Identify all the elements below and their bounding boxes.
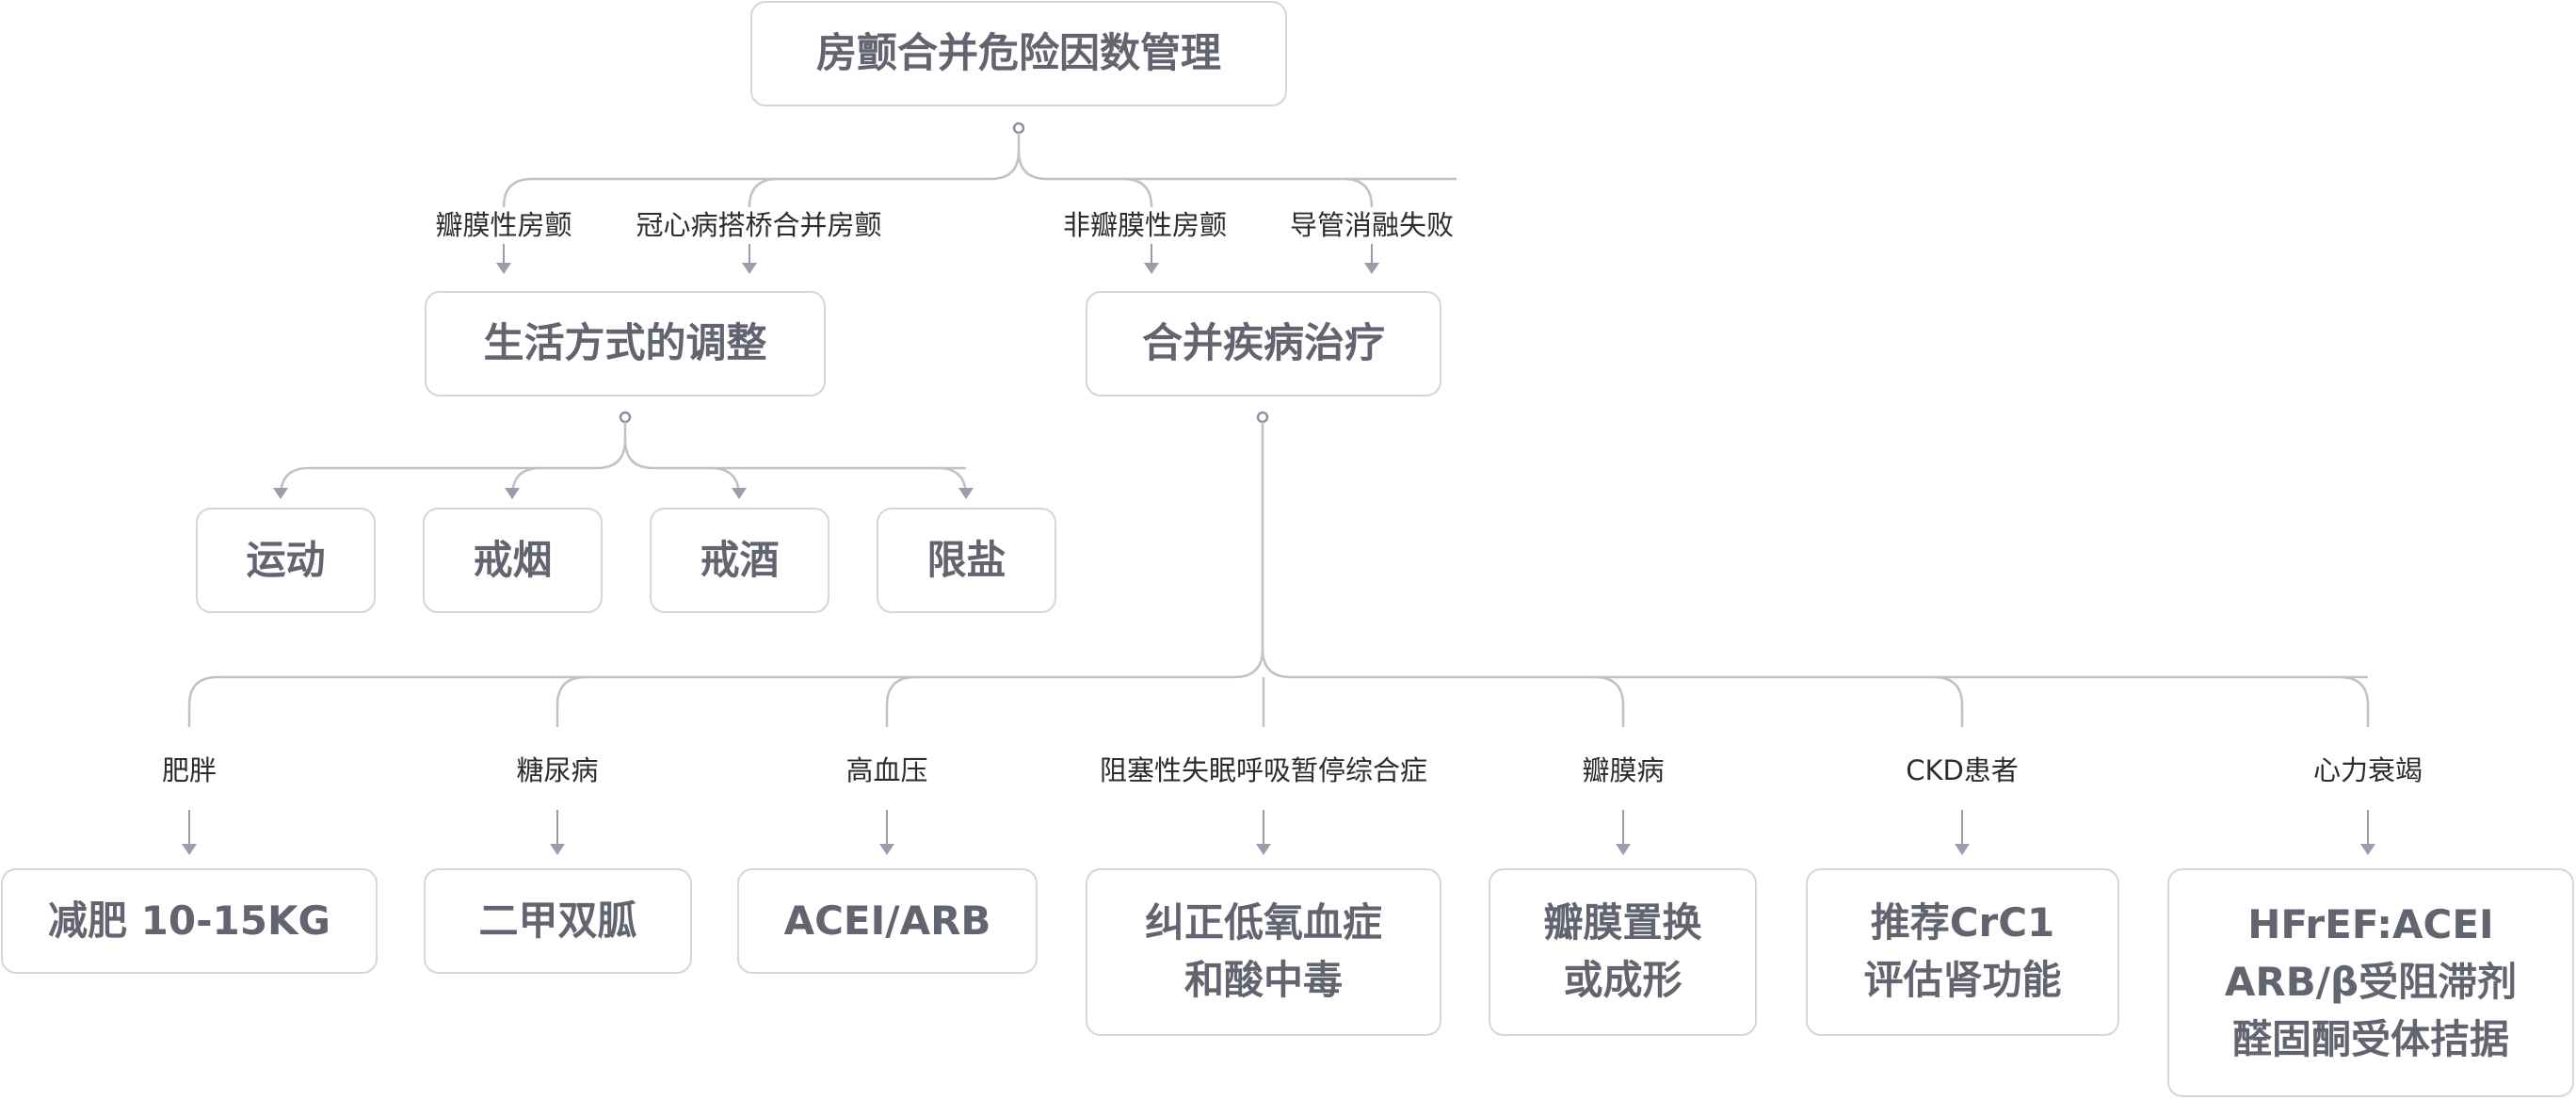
root-node-text: 房颤合并危险因数管理: [816, 29, 1221, 77]
edge-label-cabg-af: 冠心病搭桥合并房颤: [636, 209, 882, 241]
treatment-node-renal-function[interactable]: 推荐CrC1 评估肾功能: [1806, 868, 2119, 1036]
branch-nonvalvular-af: [1122, 177, 1153, 208]
branch-valve-disease: [1594, 675, 1625, 727]
branch-obesity: [187, 675, 218, 727]
branch-ablation-failure: [1343, 177, 1374, 208]
exercise-node[interactable]: 运动: [196, 508, 376, 613]
treatment-node-text: HFrEF:ACEI ARB/β受阻滞剂 醛固酮受体拮据: [2224, 901, 2518, 1062]
condition-label-obesity: 肥胖: [161, 754, 217, 786]
comorbidity-right-trunk: [1261, 648, 2368, 679]
lifestyle-node-text: 生活方式的调整: [483, 319, 767, 367]
comorbidity-connector-dot: [1256, 411, 1269, 424]
exercise-node-text: 运动: [246, 536, 326, 583]
treatment-node-valve-replacement[interactable]: 瓣膜置换 或成形: [1489, 868, 1757, 1036]
treatment-node-text: 瓣膜置换 或成形: [1543, 899, 1702, 1003]
treatment-node-acei-arb[interactable]: ACEI/ARB: [737, 868, 1038, 974]
arrow-head-heart-failure: [2360, 844, 2375, 855]
condition-label-ckd: CKD患者: [1906, 754, 2019, 786]
edge-label-nonvalvular-af: 非瓣膜性房颤: [1062, 209, 1228, 241]
arrow-head-quit-alcohol: [732, 488, 747, 499]
branch-ckd: [1933, 675, 1964, 727]
treatment-node-text: 推荐CrC1 评估肾功能: [1863, 899, 2062, 1003]
comorbidity-node[interactable]: 合并疾病治疗: [1086, 291, 1441, 396]
treatment-node-text: 纠正低氧血症 和酸中毒: [1144, 899, 1382, 1003]
lifestyle-node[interactable]: 生活方式的调整: [425, 291, 826, 396]
branch-hypertension: [885, 675, 916, 727]
branch-valvular-af: [502, 177, 533, 208]
treatment-node-text: ACEI/ARB: [783, 897, 991, 944]
quit-alcohol-node-text: 戒酒: [700, 536, 780, 583]
limit-salt-node[interactable]: 限盐: [877, 508, 1056, 613]
arrow-head-valvular-af: [496, 263, 511, 274]
root-node[interactable]: 房颤合并危险因数管理: [750, 1, 1287, 106]
quit-alcohol-node[interactable]: 戒酒: [650, 508, 829, 613]
quit-smoking-node-text: 戒烟: [473, 536, 553, 583]
branch-diabetes: [555, 675, 587, 727]
arrow-head-diabetes: [550, 844, 565, 855]
arrow-head-cabg-af: [742, 263, 757, 274]
condition-label-hypertension: 高血压: [845, 754, 928, 786]
arrow-head-valve-disease: [1616, 844, 1631, 855]
arrow-head-hypertension: [879, 844, 894, 855]
edge-label-valvular-af: 瓣膜性房颤: [435, 209, 572, 241]
arrow-head-osa: [1256, 844, 1271, 855]
branch-heart-failure: [2339, 675, 2370, 727]
treatment-node-metformin[interactable]: 二甲双胍: [424, 868, 692, 974]
edge-label-ablation-failure: 导管消融失败: [1289, 209, 1455, 241]
treatment-node-weight-loss[interactable]: 减肥 10-15KG: [1, 868, 378, 974]
limit-salt-node-text: 限盐: [926, 536, 1006, 583]
arrow-head-ablation-failure: [1364, 263, 1379, 274]
root-right-trunk: [1017, 150, 1457, 181]
condition-label-diabetes: 糖尿病: [516, 754, 599, 786]
arrow-head-nonvalvular-af: [1144, 263, 1159, 274]
treatment-node-text: 减肥 10-15KG: [48, 897, 330, 944]
lifestyle-left-trunk: [309, 422, 627, 470]
lifestyle-right-trunk: [623, 439, 966, 470]
root-connector-dot: [1012, 121, 1025, 135]
quit-smoking-node[interactable]: 戒烟: [423, 508, 603, 613]
comorbidity-node-text: 合并疾病治疗: [1142, 319, 1385, 367]
treatment-node-hfref[interactable]: HFrEF:ACEI ARB/β受阻滞剂 醛固酮受体拮据: [2167, 868, 2574, 1097]
arrow-head-exercise: [273, 488, 288, 499]
arrow-head-quit-smoking: [505, 488, 520, 499]
arrow-head-limit-salt: [958, 488, 974, 499]
condition-label-heart-failure: 心力衰竭: [2312, 754, 2423, 786]
arrow-head-obesity: [182, 844, 197, 855]
treatment-node-hypoxemia[interactable]: 纠正低氧血症 和酸中毒: [1086, 868, 1441, 1036]
arrow-head-ckd: [1955, 844, 1970, 855]
condition-label-osa: 阻塞性失眠呼吸暂停综合症: [1099, 754, 1428, 786]
condition-label-valve-disease: 瓣膜病: [1582, 754, 1665, 786]
root-left-trunk: [532, 133, 1021, 181]
branch-cabg-af: [748, 177, 779, 208]
lifestyle-connector-dot: [619, 411, 632, 424]
treatment-node-text: 二甲双胍: [478, 897, 637, 944]
